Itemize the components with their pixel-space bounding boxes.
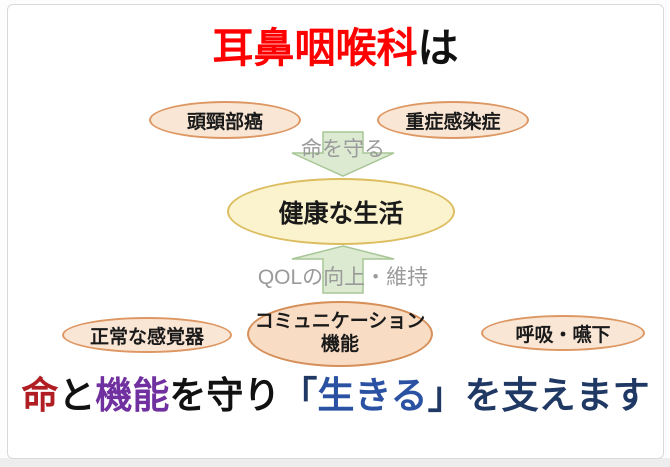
- ellipse-head-neck-cancer: 頭頸部癌: [149, 101, 301, 139]
- statement-open-bracket: 「: [280, 375, 318, 416]
- statement-live: 生きる: [317, 375, 428, 416]
- title-highlight: 耳鼻咽喉科: [212, 25, 418, 71]
- bottom-statement: 命と機能を守り「生きる」を支えます: [8, 374, 663, 418]
- up-block-arrow: [291, 245, 395, 294]
- statement-protect: を守り: [169, 375, 281, 416]
- ellipse-healthy-life: 健康な生活: [227, 178, 455, 245]
- page-bottom-band: [0, 458, 670, 467]
- down-block-arrow: [291, 131, 395, 177]
- ellipse-communication-label-line2: 機能: [320, 334, 359, 355]
- up-arrow-label: QOLの向上・維持: [257, 266, 429, 289]
- statement-function: 機能: [95, 375, 170, 416]
- ellipse-head-neck-cancer-label: 頭頸部癌: [186, 111, 263, 133]
- statement-close-and-support: 」を支えます: [427, 375, 650, 416]
- statement-and: と: [58, 375, 96, 416]
- ellipse-communication-label-line1: コミュニケーション: [254, 311, 426, 333]
- ellipse-breathing-swallowing: 呼吸・嚥下: [481, 315, 645, 351]
- ellipse-communication-function: コミュニケーション 機能: [247, 301, 433, 367]
- ellipse-breathing-swallowing-label: 呼吸・嚥下: [515, 324, 611, 346]
- presentation-slide: 耳鼻咽喉科は 頭頸部癌 重症感染症 命を守る 健康な生活 QOLの向上・維持 正…: [7, 4, 664, 459]
- title-suffix: は: [417, 25, 459, 71]
- ellipse-severe-infection: 重症感染症: [377, 101, 529, 139]
- ellipse-normal-sensory: 正常な感覚器: [62, 317, 232, 353]
- ellipse-normal-sensory-label: 正常な感覚器: [89, 326, 204, 348]
- slide-title: 耳鼻咽喉科は: [8, 25, 663, 72]
- down-arrow-label: 命を守る: [301, 138, 385, 161]
- ellipse-severe-infection-label: 重症感染症: [405, 111, 501, 133]
- ellipse-healthy-life-label: 健康な生活: [278, 199, 404, 228]
- statement-life: 命: [21, 375, 59, 416]
